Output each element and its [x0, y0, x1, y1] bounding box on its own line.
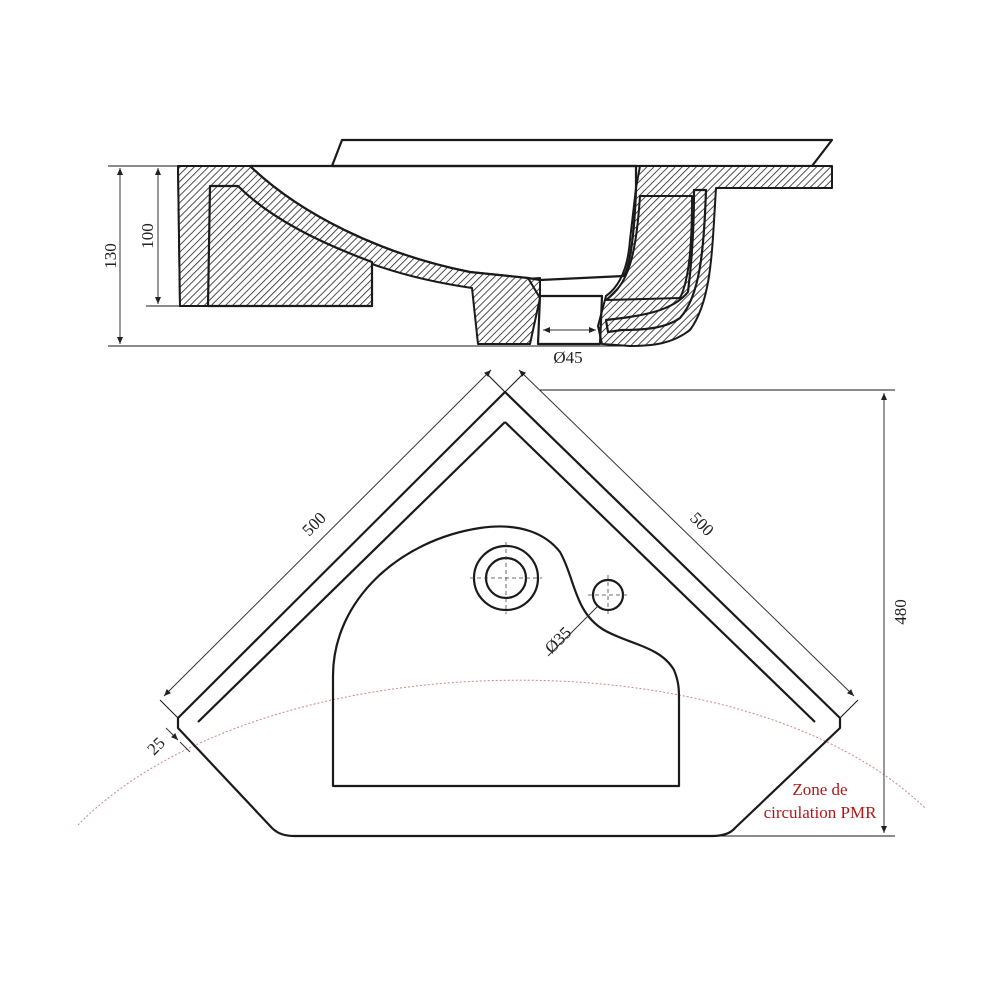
dim-total-height: 130: [101, 243, 120, 269]
basin-rim: [197, 421, 816, 723]
dim-depth: 480: [891, 599, 910, 625]
section-drain: [536, 294, 604, 346]
section-view: 130 100 Ø45: [101, 138, 834, 367]
basin-outline: [176, 390, 842, 838]
section-right-inner: [605, 195, 693, 301]
zone-label-line1: Zone de: [792, 780, 847, 799]
section-bowl: [248, 164, 638, 282]
dim-rim: 25: [143, 733, 168, 758]
dim-side-right: 500: [686, 508, 717, 539]
section-left-cavity: [206, 184, 374, 308]
dim-inner-height: 100: [138, 223, 157, 249]
dim-drain: Ø45: [553, 348, 582, 367]
section-left-outer: [177, 165, 541, 345]
pmr-zone-arc: [77, 679, 926, 826]
zone-label-line2: circulation PMR: [764, 803, 878, 822]
section-right-cavity: [604, 188, 708, 334]
plan-view: Ø35 500 500 480 25 Zone de circulation P…: [77, 369, 926, 838]
dim-tap-hole: Ø35: [541, 623, 575, 657]
section-back-ledge: [330, 138, 834, 168]
tap-hole-large: [470, 542, 542, 614]
